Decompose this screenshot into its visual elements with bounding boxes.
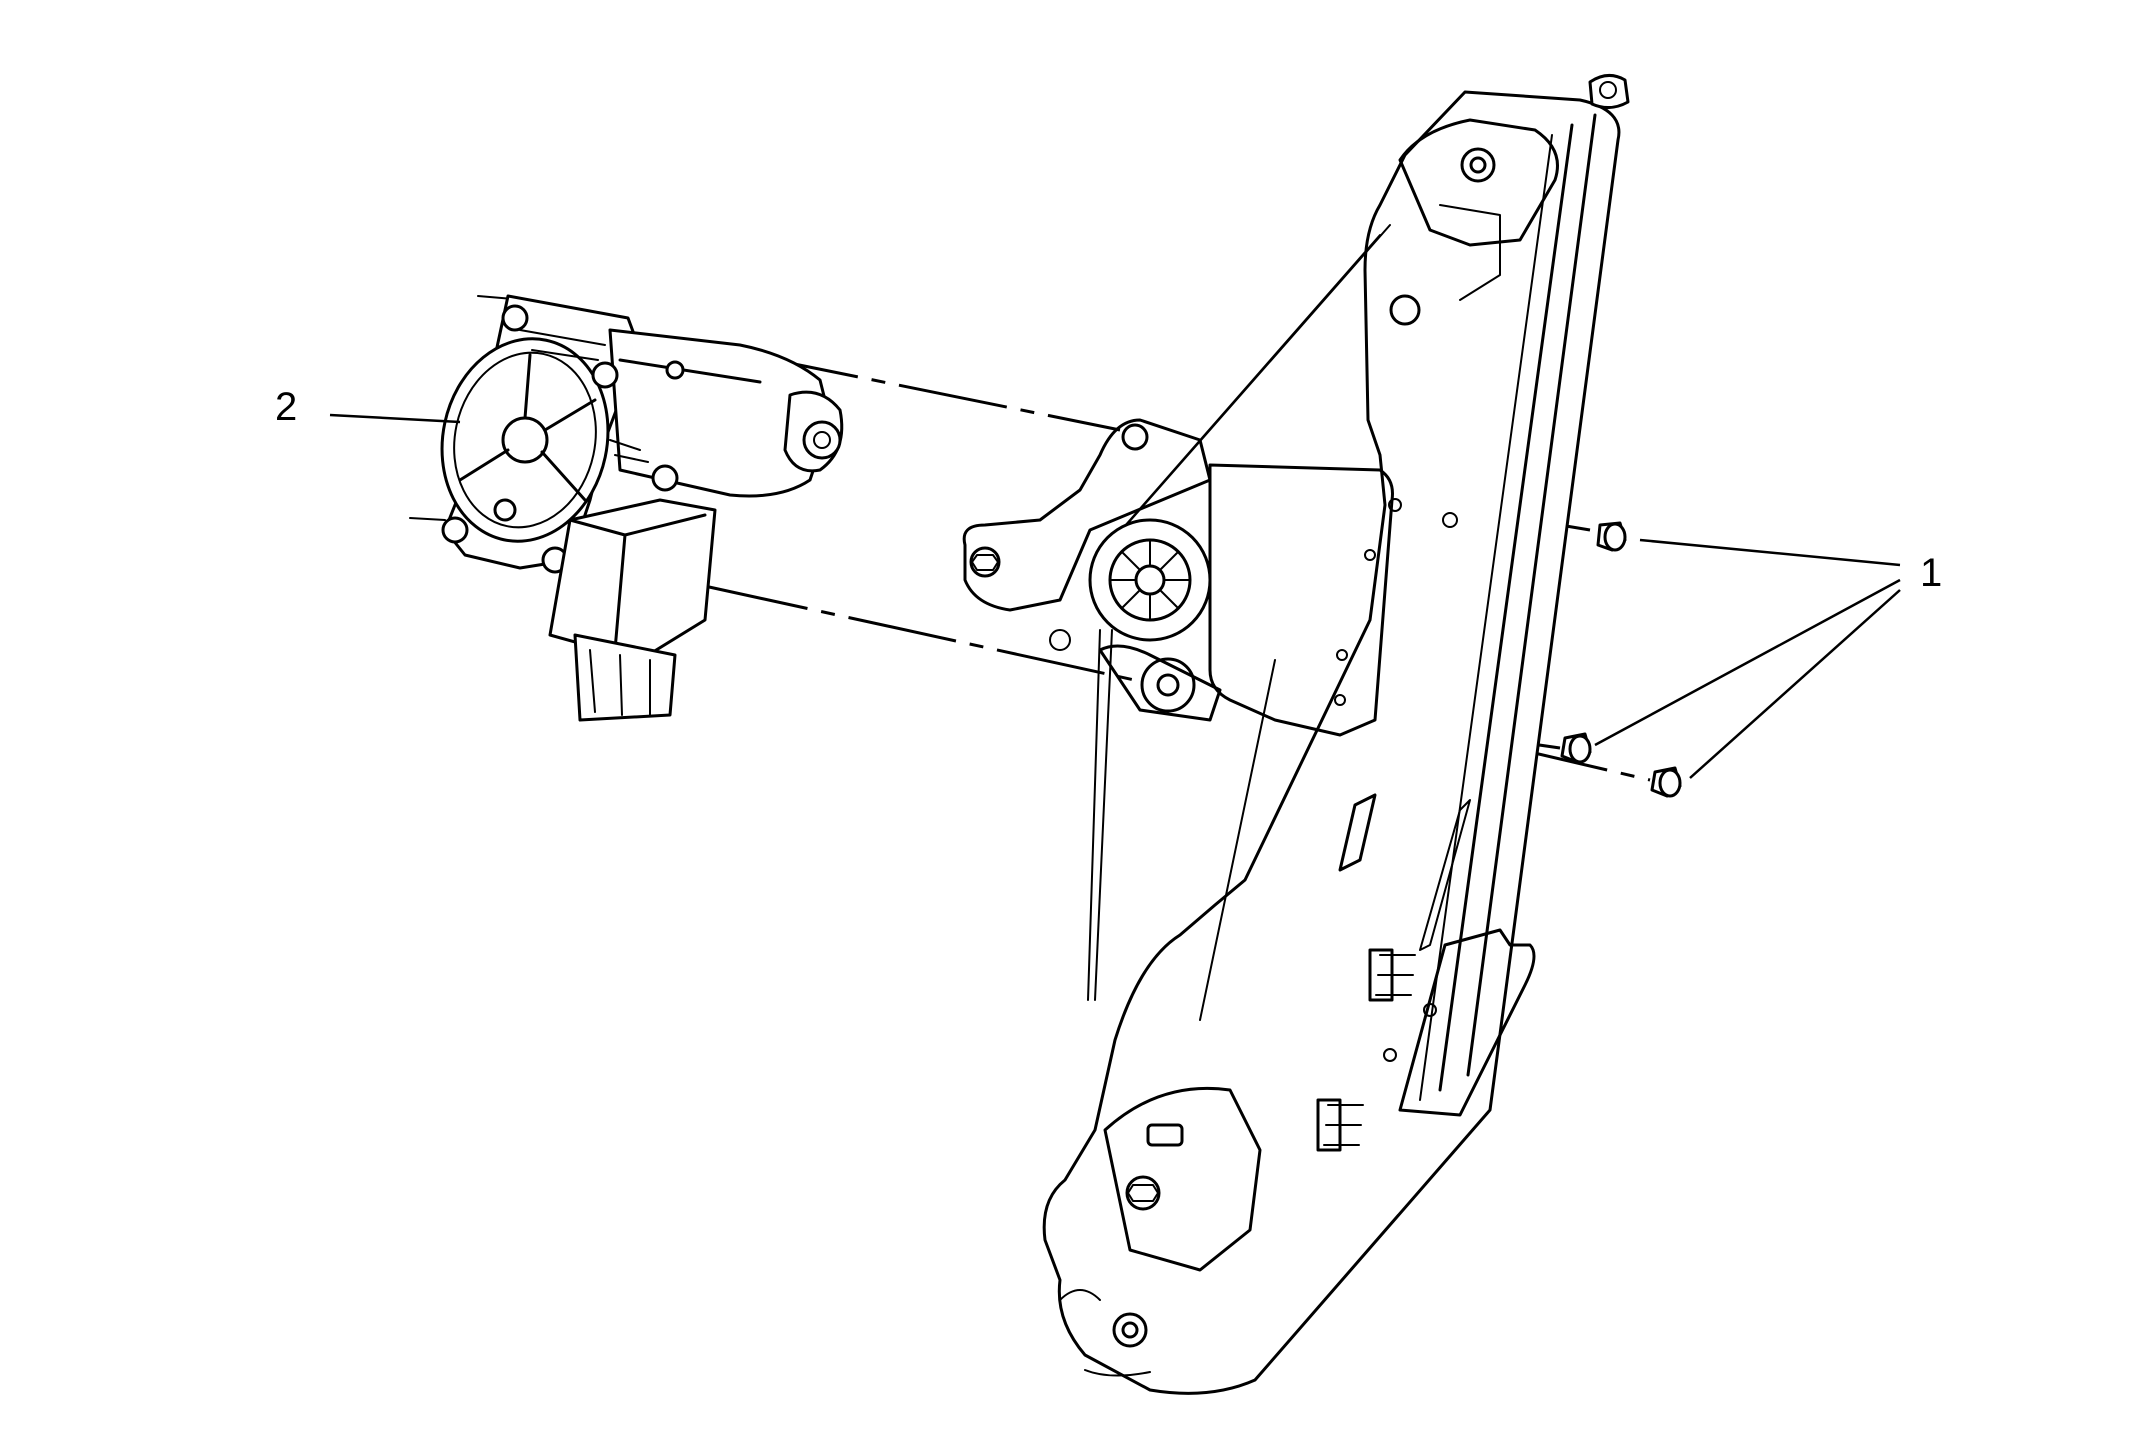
window-regulator-icon	[962, 74, 1630, 1395]
bolt-icon	[1650, 766, 1682, 798]
window-motor-icon	[440, 294, 844, 722]
bolt-icon	[1560, 732, 1592, 764]
callout-1-label: 1	[1920, 551, 1942, 595]
callout-2: 2	[275, 385, 461, 429]
callout-2-leader	[329, 413, 461, 424]
callout-2-label: 2	[275, 385, 297, 429]
bolt-icon	[1596, 521, 1627, 552]
bolt-group	[1560, 521, 1682, 798]
callout-1-leader	[1594, 578, 1901, 747]
callout-1: 1	[1594, 538, 1942, 779]
callout-1-leader	[1639, 538, 1901, 567]
callout-1-leader	[1689, 589, 1901, 779]
